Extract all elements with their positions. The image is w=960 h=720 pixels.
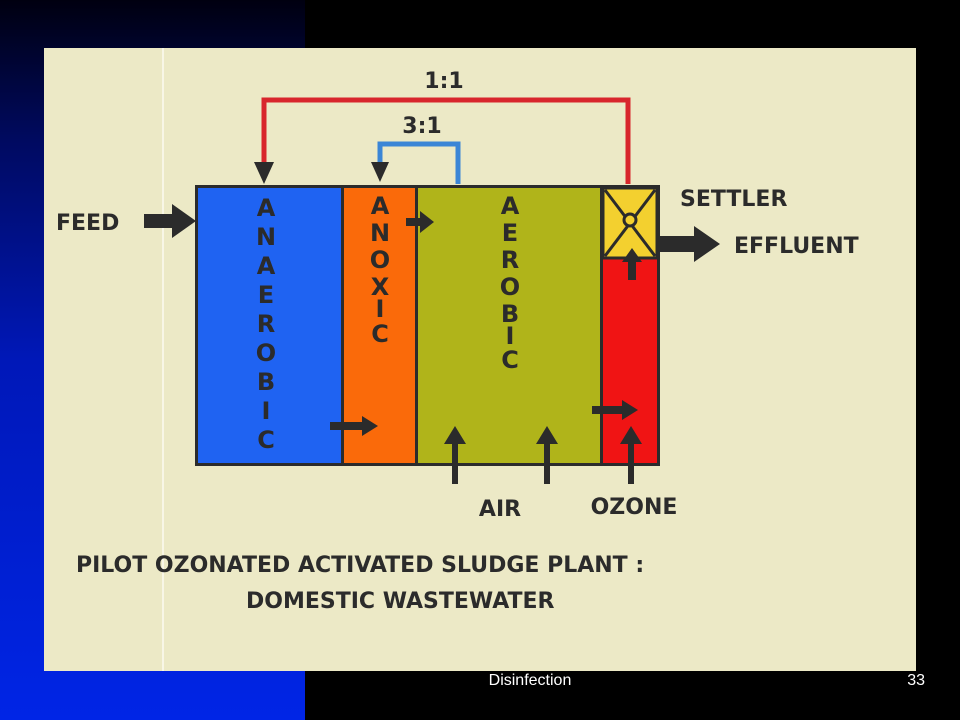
anaerobic-letter: I	[262, 397, 271, 425]
air-arrow-2	[536, 426, 558, 484]
anoxic-letter: I	[376, 295, 385, 323]
aerobic-zone-label: A E R O B I C	[500, 192, 520, 374]
recycle-3-1-line	[377, 141, 461, 184]
anaerobic-to-anoxic-arrow	[330, 416, 378, 436]
footer-title: Disinfection	[488, 672, 572, 689]
anaerobic-letter: A	[257, 252, 276, 280]
air-label: AIR	[479, 497, 521, 522]
recycle-1-1-label: 1:1	[424, 69, 463, 94]
anaerobic-letter: O	[256, 339, 276, 367]
anaerobic-letter: C	[257, 426, 275, 454]
anoxic-letter: X	[371, 273, 390, 301]
recycle-1-1-line	[261, 97, 631, 184]
aerobic-letter: A	[501, 192, 520, 220]
aerobic-letter: R	[501, 246, 519, 274]
ozone-to-settler-arrow	[622, 248, 642, 280]
caption-line-2: DOMESTIC WASTEWATER	[246, 589, 555, 614]
aerobic-letter: O	[500, 273, 520, 301]
slide-number: 33	[907, 672, 925, 689]
ozone-arrow	[620, 426, 642, 484]
anaerobic-letter: B	[257, 368, 275, 396]
aerobic-letter: B	[501, 300, 519, 328]
anaerobic-letter: A	[257, 194, 276, 222]
anoxic-zone-label: A N O X I C	[370, 192, 390, 348]
anoxic-letter: C	[371, 320, 389, 348]
aerobic-letter: I	[506, 322, 515, 350]
anoxic-inlet-arrow	[406, 211, 434, 233]
recycle-1-1-arrowhead	[254, 162, 274, 184]
anoxic-zone	[344, 188, 415, 463]
recycle-3-1-label: 3:1	[402, 114, 441, 139]
anaerobic-zone	[198, 188, 341, 463]
anaerobic-zone-label: A N A E R O B I C	[256, 194, 276, 454]
photo-crease-line	[162, 48, 164, 671]
anaerobic-letter: N	[256, 223, 276, 251]
caption-line-1: PILOT OZONATED ACTIVATED SLUDGE PLANT :	[76, 553, 644, 578]
ozone-label: OZONE	[591, 495, 678, 520]
aerobic-letter: E	[502, 219, 518, 247]
settler-label: SETTLER	[680, 187, 787, 212]
settler-center-circle	[622, 212, 638, 228]
feed-label: FEED	[56, 211, 119, 236]
anoxic-letter: N	[370, 219, 390, 247]
recycle-3-1-arrowhead	[371, 162, 389, 182]
aerobic-to-ozone-arrow	[592, 400, 638, 420]
anaerobic-letter: E	[258, 281, 274, 309]
effluent-arrow	[660, 226, 720, 262]
aerobic-letter: C	[501, 346, 519, 374]
anaerobic-letter: R	[257, 310, 275, 338]
air-arrow-1	[444, 426, 466, 484]
effluent-label: EFFLUENT	[734, 234, 859, 259]
anoxic-letter: A	[371, 192, 390, 220]
anoxic-letter: O	[370, 246, 390, 274]
process-diagram: 1:1 3:1 A N A E R O B I C A N O X I C A …	[56, 69, 859, 614]
feed-arrow	[144, 204, 196, 238]
aerobic-zone	[418, 188, 600, 463]
